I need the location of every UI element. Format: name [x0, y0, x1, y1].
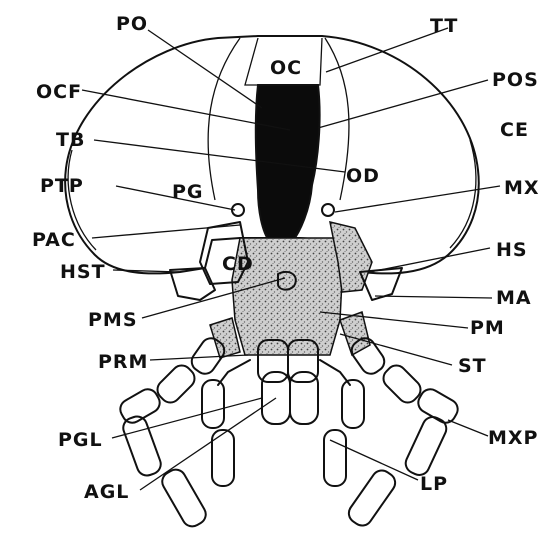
label-pms: PMS [88, 309, 138, 331]
label-po: PO [116, 13, 148, 35]
label-hst: HST [60, 261, 106, 283]
stipes-right [340, 312, 370, 355]
label-tb: TB [56, 129, 85, 151]
label-lp: LP [420, 473, 448, 495]
label-ocf: OCF [36, 81, 82, 103]
label-pg: PG [172, 181, 204, 203]
label-oc: OC [270, 57, 302, 79]
labial-palp-right [320, 360, 364, 486]
label-ptp: PTP [40, 175, 84, 197]
label-ma: MA [496, 287, 532, 309]
maxillary-palp-right [345, 334, 461, 529]
labial-palp-left [202, 360, 250, 486]
label-agl: AGL [84, 481, 129, 503]
posterior-tentorial-pit-right [322, 204, 334, 216]
label-pgl: PGL [58, 429, 103, 451]
label-mxp: MXP [488, 427, 538, 449]
label-od: OD [346, 165, 380, 187]
label-tt: TT [430, 15, 458, 37]
frons-dark [256, 85, 320, 242]
label-pm: PM [470, 317, 505, 339]
label-hs: HS [496, 239, 528, 261]
label-ce: CE [500, 119, 529, 141]
label-pos: POS [492, 69, 539, 91]
right-eye-rim [450, 140, 476, 248]
label-pac: PAC [32, 229, 76, 251]
label-st: ST [458, 355, 487, 377]
label-prm: PRM [98, 351, 148, 373]
label-mx: MX [504, 177, 540, 199]
label-cd: CD [222, 253, 254, 275]
